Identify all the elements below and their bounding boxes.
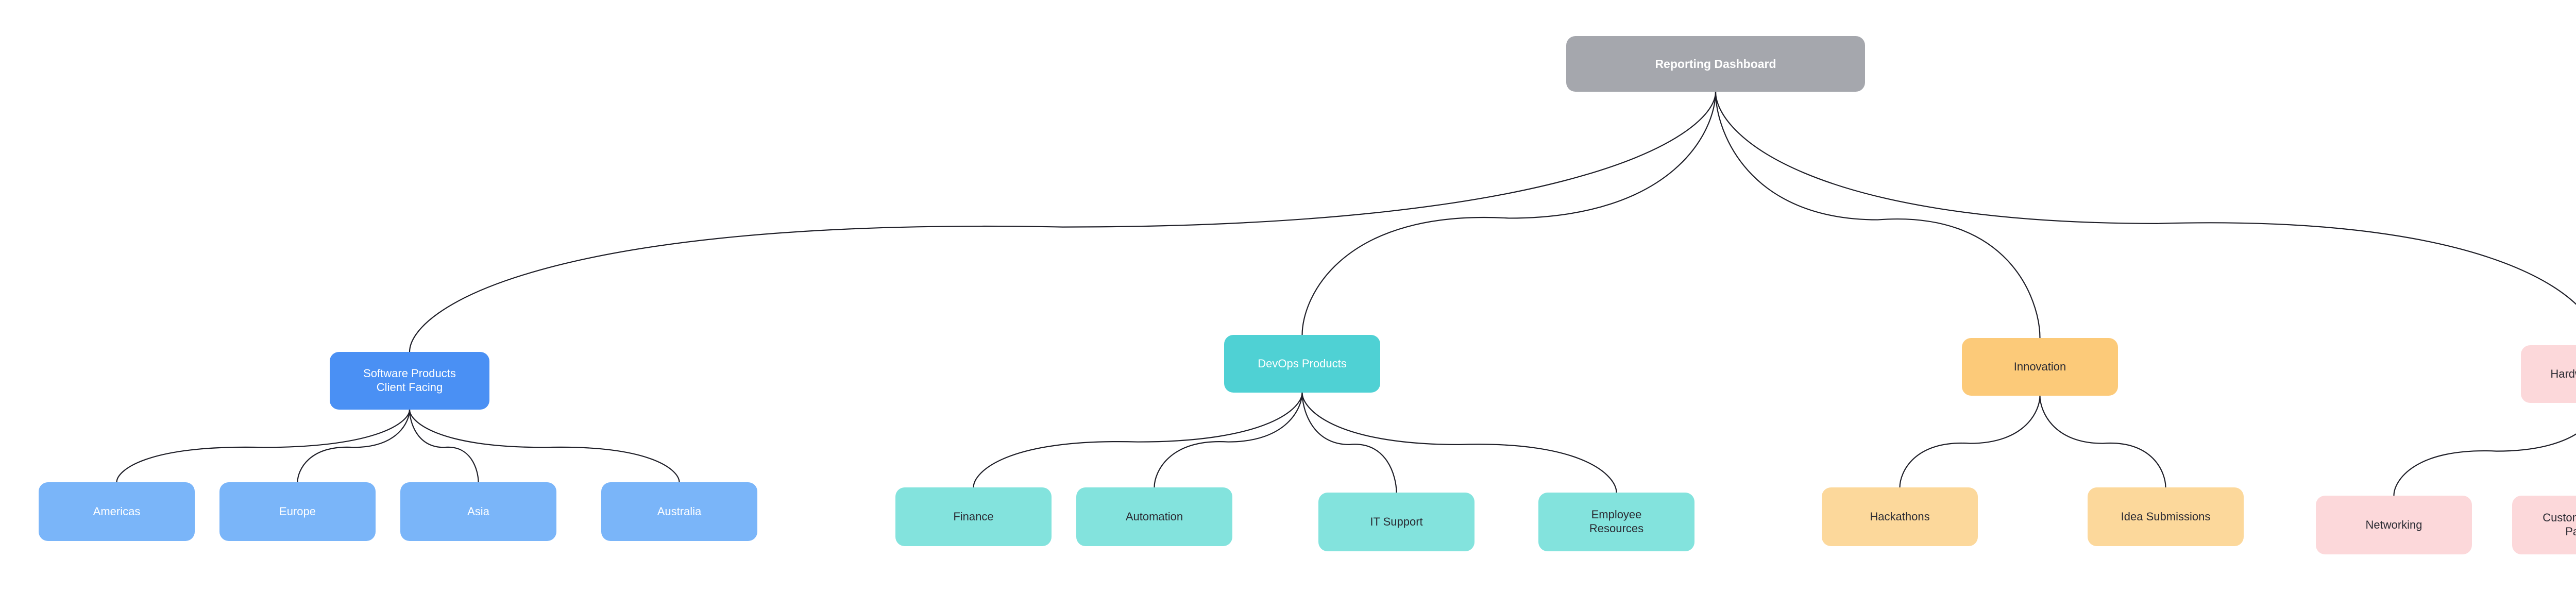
mindmap-node-finance[interactable]: Finance bbox=[895, 487, 1052, 546]
mindmap-node-americas[interactable]: Americas bbox=[39, 482, 195, 541]
edge-hardware-products-to-networking bbox=[2393, 433, 2576, 497]
mindmap-node-label: Australia bbox=[657, 504, 702, 518]
edge-software-products-client-facing-to-australia bbox=[409, 409, 680, 483]
mindmap-node-label: Innovation bbox=[2013, 360, 2066, 373]
mindmap-node-innovation[interactable]: Innovation bbox=[1962, 338, 2118, 396]
mindmap-node-label: Asia bbox=[467, 504, 489, 518]
mindmap-node-label: Hardware Products bbox=[2550, 367, 2576, 380]
mindmap-node-networking[interactable]: Networking bbox=[2316, 496, 2472, 554]
mindmap-node-idea-submissions[interactable]: Idea Submissions bbox=[2088, 487, 2244, 546]
edge-root-to-software-products-client-facing bbox=[409, 91, 1717, 353]
mindmap-node-label: Reporting Dashboard bbox=[1655, 57, 1776, 71]
mindmap-node-label: Software Products Client Facing bbox=[363, 367, 456, 394]
mindmap-node-hardware-products[interactable]: Hardware Products bbox=[2521, 345, 2576, 403]
edge-root-to-devops-products bbox=[1301, 91, 1717, 336]
mindmap-node-label: Europe bbox=[279, 504, 316, 518]
mindmap-node-label: Automation bbox=[1125, 510, 1183, 523]
mindmap-node-label: Americas bbox=[93, 504, 141, 518]
mindmap-node-label: Employee Resources bbox=[1589, 508, 1644, 535]
mindmap-node-automation[interactable]: Automation bbox=[1076, 487, 1232, 546]
edge-root-to-innovation bbox=[1715, 91, 2041, 339]
mindmap-node-root[interactable]: Reporting Dashboard bbox=[1566, 36, 1865, 92]
mindmap-node-europe[interactable]: Europe bbox=[219, 482, 376, 541]
mindmap-node-australia[interactable]: Australia bbox=[601, 482, 757, 541]
edge-devops-products-to-automation bbox=[1154, 392, 1303, 488]
mindmap-node-label: Networking bbox=[2365, 518, 2422, 531]
mindmap-node-devops-products[interactable]: DevOps Products bbox=[1224, 335, 1380, 393]
mindmap-node-label: Idea Submissions bbox=[2121, 510, 2211, 523]
mindmap-node-hackathons[interactable]: Hackathons bbox=[1822, 487, 1978, 546]
edge-devops-products-to-it-support bbox=[1301, 392, 1397, 494]
edge-innovation-to-hackathons bbox=[1899, 395, 2041, 488]
edge-software-products-client-facing-to-asia bbox=[409, 409, 479, 483]
mindmap-node-label: Finance bbox=[953, 510, 994, 523]
edge-innovation-to-idea-submissions bbox=[2039, 395, 2166, 488]
edge-devops-products-to-employee-resources bbox=[1301, 392, 1617, 494]
edge-devops-products-to-finance bbox=[973, 392, 1303, 488]
edge-software-products-client-facing-to-americas bbox=[116, 409, 411, 483]
mindmap-node-it-support[interactable]: IT Support bbox=[1318, 493, 1475, 551]
edge-root-to-hardware-products bbox=[1715, 91, 2576, 305]
mindmap-node-asia[interactable]: Asia bbox=[400, 482, 556, 541]
mindmap-node-label: IT Support bbox=[1370, 515, 1423, 528]
mindmap-node-label: DevOps Products bbox=[1258, 357, 1347, 370]
mindmap-node-software-products-client-facing[interactable]: Software Products Client Facing bbox=[330, 352, 489, 410]
mindmap-node-customer-success-packages[interactable]: Customer Success Packages bbox=[2512, 496, 2576, 554]
mindmap-node-employee-resources[interactable]: Employee Resources bbox=[1538, 493, 1694, 551]
edge-software-products-client-facing-to-europe bbox=[297, 409, 411, 483]
mindmap-node-label: Hackathons bbox=[1870, 510, 1930, 523]
mindmap-node-label: Customer Success Packages bbox=[2543, 511, 2576, 538]
